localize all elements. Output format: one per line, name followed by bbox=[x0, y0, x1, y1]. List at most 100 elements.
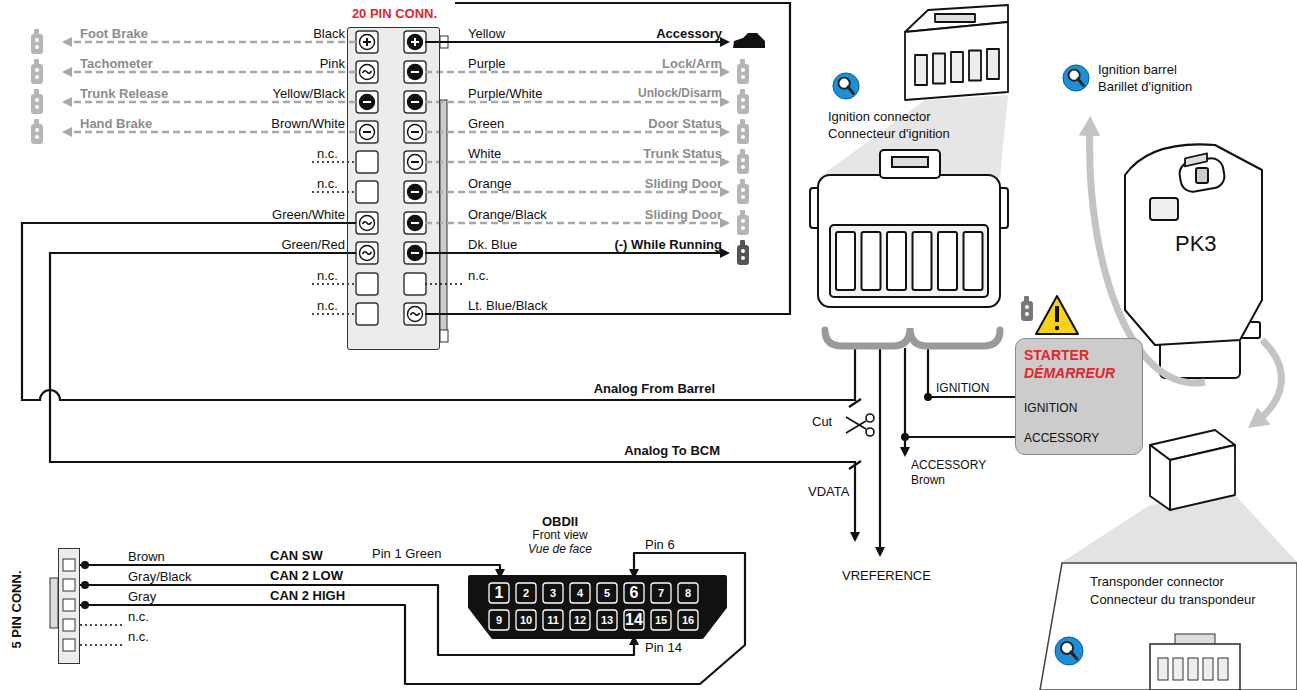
pin-symbol bbox=[411, 191, 419, 193]
pin-socket bbox=[63, 639, 75, 651]
barrel-connector bbox=[951, 52, 963, 82]
nc-lead bbox=[312, 191, 356, 193]
pin-socket bbox=[63, 559, 75, 651]
wire-color: n.c. bbox=[317, 176, 338, 191]
pin-symbol bbox=[356, 181, 378, 203]
node-text: Connecteur du transpondeur bbox=[1090, 592, 1256, 607]
wire-color: Purple/White bbox=[468, 86, 542, 101]
pin-symbol bbox=[408, 246, 423, 261]
wire-color: Orange/Black bbox=[468, 207, 547, 222]
pin-symbol bbox=[408, 307, 423, 322]
harness-bracket bbox=[825, 328, 1000, 346]
panel-outline bbox=[1040, 563, 1297, 690]
remote-icon bbox=[31, 29, 1033, 321]
optional-wire bbox=[64, 42, 728, 223]
pin-symbol bbox=[404, 91, 426, 113]
node-text: ACCESSORY bbox=[1024, 431, 1099, 446]
pin-symbol bbox=[404, 31, 426, 53]
obd-outline bbox=[624, 610, 644, 630]
remote-icon bbox=[31, 59, 43, 84]
wire-color: n.c. bbox=[128, 609, 149, 624]
warning-sign bbox=[1036, 296, 1078, 334]
connector-body bbox=[440, 100, 447, 332]
callout-text: Pin 6 bbox=[645, 537, 675, 552]
warning-sign bbox=[1036, 296, 1078, 334]
node-text: Vue de face bbox=[510, 542, 610, 557]
optional-wire bbox=[425, 161, 728, 164]
pin-socket bbox=[63, 579, 75, 591]
pin-socket bbox=[63, 599, 75, 611]
pin-symbol bbox=[411, 252, 419, 254]
signal-name: Lock/Arm bbox=[662, 56, 722, 71]
pin-number: 3 bbox=[543, 583, 563, 603]
barrel-connector bbox=[905, 22, 1008, 100]
remote-icon bbox=[31, 29, 43, 54]
wire-color: Green/Red bbox=[281, 237, 345, 252]
pin-number: 9 bbox=[489, 610, 509, 630]
remote-icon bbox=[737, 179, 749, 204]
pin-symbol bbox=[363, 252, 372, 255]
signal-name: Tachometer bbox=[80, 56, 153, 71]
ignition-connector bbox=[887, 232, 906, 290]
pin-number: 13 bbox=[597, 610, 617, 630]
nc-lead bbox=[80, 162, 462, 645]
pin-symbol bbox=[404, 61, 426, 83]
pin-symbol bbox=[356, 151, 378, 173]
wire-name: Analog From Barrel bbox=[594, 381, 715, 396]
pin-symbol bbox=[411, 101, 419, 103]
obd-outline bbox=[597, 610, 617, 630]
panel-outline bbox=[1218, 658, 1228, 680]
optional-wire bbox=[64, 71, 356, 74]
callout-text: Barillet d'ignition bbox=[1098, 79, 1192, 94]
barrel-connector bbox=[905, 5, 1008, 100]
can-wire bbox=[80, 553, 745, 684]
node-text: DÉMARREUR bbox=[1024, 365, 1115, 381]
signal-name: Trunk Release bbox=[80, 86, 168, 101]
pin-symbol bbox=[360, 216, 375, 231]
nc-lead bbox=[80, 644, 124, 646]
pin-symbol bbox=[356, 242, 378, 264]
obd-outline bbox=[678, 583, 698, 603]
pin-symbol bbox=[360, 246, 375, 261]
optional-wire bbox=[64, 131, 356, 134]
wire-color: Orange bbox=[468, 176, 511, 191]
wire-color: Green/White bbox=[272, 207, 345, 222]
required-wire bbox=[879, 348, 881, 555]
optional-wire bbox=[425, 191, 728, 194]
node-text: IGNITION bbox=[1024, 401, 1077, 416]
wire-color: Black bbox=[313, 26, 345, 41]
pin-symbol bbox=[408, 216, 423, 231]
connector-body bbox=[347, 27, 440, 350]
optional-wire bbox=[425, 222, 728, 225]
wire-color: n.c. bbox=[317, 268, 338, 283]
pin-number: 7 bbox=[651, 583, 671, 603]
obd-connector: OBDIIFront viewVue de face12345678910111… bbox=[470, 577, 725, 637]
required-wire bbox=[904, 348, 906, 455]
pin-symbol bbox=[411, 71, 419, 73]
wire-color: Gray bbox=[128, 589, 156, 604]
remote-icon bbox=[737, 149, 749, 174]
pin-number: 14 bbox=[624, 610, 644, 630]
pin-symbol bbox=[404, 181, 426, 203]
signal-name: (-) While Running bbox=[614, 237, 722, 252]
pin-number: 8 bbox=[678, 583, 698, 603]
wire-name: Analog To BCM bbox=[624, 443, 720, 458]
wire-color: n.c. bbox=[317, 298, 338, 313]
scissors bbox=[846, 417, 866, 429]
remote-icon bbox=[737, 240, 749, 265]
obd-outline bbox=[489, 610, 509, 630]
panel-outline bbox=[1150, 644, 1240, 690]
pin-symbol bbox=[404, 303, 426, 325]
callout-text: PK3 bbox=[1175, 232, 1217, 256]
pin-symbol bbox=[356, 31, 426, 325]
wire-color: n.c. bbox=[128, 629, 149, 644]
signal-name: Trunk Status bbox=[643, 146, 722, 161]
nc-lead bbox=[80, 624, 124, 626]
required-wire bbox=[905, 436, 1015, 438]
pin-symbol bbox=[356, 121, 378, 143]
warning-sign bbox=[1055, 326, 1059, 330]
wire-color: n.c. bbox=[317, 146, 338, 161]
signal-name: Foot Brake bbox=[80, 26, 148, 41]
signal-name: Hand Brake bbox=[80, 116, 152, 131]
obd-outline bbox=[489, 583, 509, 603]
